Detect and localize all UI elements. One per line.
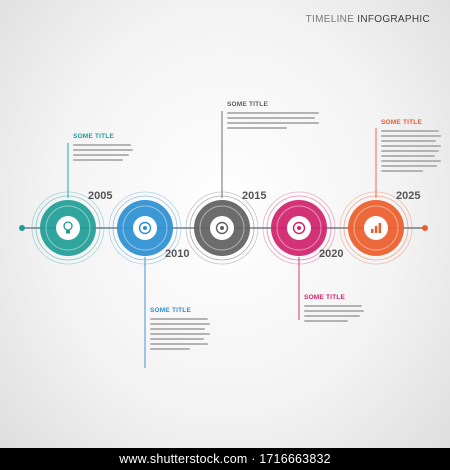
outer-ring [266,195,332,261]
step-node-2025 [339,191,413,265]
inner-ring [353,205,399,251]
title-prefix: TIMELINE [305,14,355,25]
text-placeholder-line [381,150,439,152]
text-placeholder-line [227,117,315,119]
step-title: SOME TITLE [227,101,268,108]
outer-ring [35,195,101,261]
target-icon [215,221,229,235]
outer-ring [31,191,105,265]
title-main: INFOGRAPHIC [357,14,430,25]
text-placeholder-line [150,338,204,340]
outer-ring [112,195,178,261]
step-title: SOME TITLE [304,294,345,301]
text-placeholder-line [381,145,441,147]
outer-ring [262,191,336,265]
text-placeholder-line [227,127,287,129]
timeline-end-dot [422,225,428,231]
text-placeholder-line [150,343,208,345]
inner-ring [199,205,245,251]
year-label-2020: 2020 [319,248,344,260]
text-placeholder-line [381,130,439,132]
step-node-2015 [185,191,259,265]
watermark-footer: www.shutterstock.com · 1716663832 [0,448,450,470]
outer-ring [339,191,413,265]
lightbulb-base [66,230,70,234]
inner-ring [122,205,168,251]
text-placeholder-line [73,154,129,156]
target-center [297,226,301,230]
text-placeholder-line [227,112,319,114]
text-placeholder-line [304,320,348,322]
text-placeholder-line [304,305,362,307]
text-placeholder-line [381,135,441,137]
bar-chart-icon [371,229,374,233]
year-label-2025: 2025 [396,190,421,202]
page-title: TIMELINE INFOGRAPHIC [306,14,430,25]
step-card-2020: SOME TITLE [304,294,366,325]
step-title: SOME TITLE [73,133,114,140]
step-card-2005: SOME TITLE [73,133,135,164]
text-placeholder-line [304,315,360,317]
outer-ring [108,191,182,265]
text-placeholder-line [381,165,437,167]
timeline-start-dot [19,225,25,231]
text-placeholder-line [73,144,131,146]
text-placeholder-line [381,155,435,157]
bar-chart-bar [374,226,378,233]
step-title: SOME TITLE [381,119,422,126]
inner-ring [45,205,91,251]
step-card-2015: SOME TITLE [227,101,322,132]
text-placeholder-line [381,140,436,142]
lightbulb-icon [63,221,73,231]
step-node-2020 [262,191,336,265]
step-title: SOME TITLE [150,307,191,314]
year-label-2015: 2015 [242,190,267,202]
text-placeholder-line [73,159,123,161]
target-icon [292,221,306,235]
icon-plate [56,216,80,240]
step-card-2025: SOME TITLE [381,119,443,175]
outer-ring [189,195,255,261]
text-placeholder-line [381,160,441,162]
text-placeholder-line [73,149,133,151]
text-placeholder-line [150,348,190,350]
text-placeholder-line [150,318,208,320]
target-icon [138,221,152,235]
target-center [143,226,147,230]
outer-ring [185,191,259,265]
step-card-2010: SOME TITLE [150,307,212,353]
bar-chart-bar [378,223,382,233]
year-label-2010: 2010 [165,248,190,260]
text-placeholder-line [381,170,423,172]
text-placeholder-line [150,323,210,325]
inner-ring [276,205,322,251]
year-label-2005: 2005 [88,190,113,202]
step-node-2010 [108,191,182,265]
text-placeholder-line [304,310,364,312]
step-node-2005 [31,191,105,265]
text-placeholder-line [150,333,210,335]
text-placeholder-line [150,328,205,330]
outer-ring [343,195,409,261]
text-placeholder-line [227,122,319,124]
target-center [220,226,224,230]
